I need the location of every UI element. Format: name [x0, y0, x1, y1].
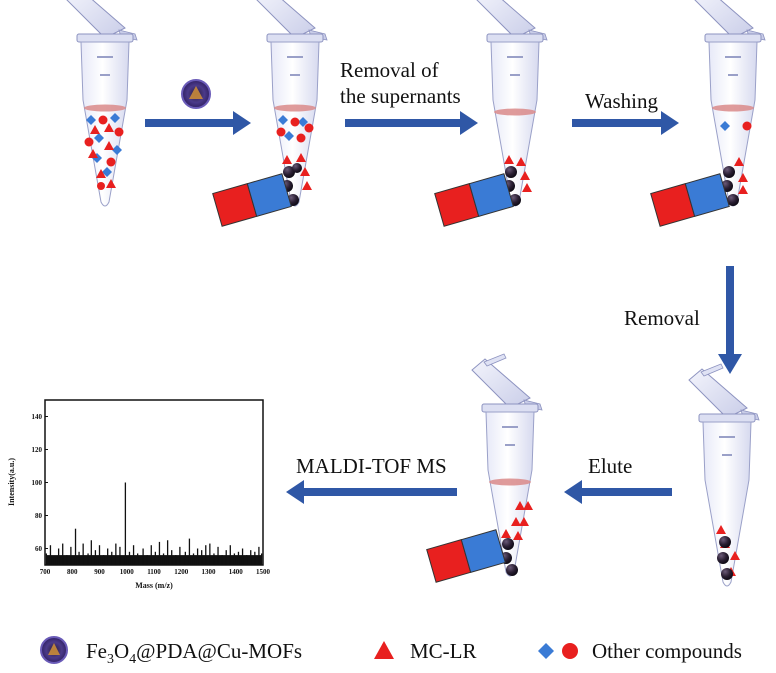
tube-supernatant-removed: [476, 0, 548, 207]
chart-x-axis-label: Mass (m/z): [135, 581, 173, 590]
arrow-maldi: [286, 480, 457, 504]
label-maldi: MALDI-TOF MS: [296, 454, 447, 478]
magnet-icon: [212, 173, 292, 227]
arrow-elute: [564, 480, 672, 504]
chart-y-tick-label: 80: [35, 512, 43, 520]
chart-y-tick-label: 140: [32, 413, 43, 421]
label-removal-supernatants-line2: the supernants: [340, 84, 461, 108]
chart-y-tick-label: 60: [35, 545, 43, 553]
chart-y-tick-label: 120: [32, 446, 43, 454]
chart-x-tick-label: 1500: [256, 568, 271, 576]
chart-y-axis-label: Intensity(a.u.): [7, 458, 16, 506]
chart-x-tick-label: 800: [67, 568, 78, 576]
chart-plot-frame: [44, 399, 264, 566]
chart-x-tick-label: 1000: [120, 568, 135, 576]
tube-binding: [256, 0, 328, 207]
mof-particle-icon: [181, 79, 211, 109]
legend-other-label: Other compounds: [592, 639, 742, 663]
chart-x-tick-label: 1300: [202, 568, 217, 576]
chart-noise-baseline: [46, 555, 262, 565]
chart-x-tick-label: 1100: [147, 568, 161, 576]
legend-mclr-label: MC-LR: [410, 639, 477, 663]
tube-sample-mixture: [66, 0, 138, 207]
chart-x-tick-label: 900: [94, 568, 105, 576]
label-removal-supernatants-line1: Removal of: [340, 58, 439, 82]
legend-mof-label: Fe3O4@PDA@Cu-MOFs: [86, 639, 303, 668]
legend-other-diamond-icon: [538, 643, 554, 659]
legend-mof-icon: [40, 636, 68, 664]
tube-washing: [694, 0, 766, 207]
chart-x-tick-label: 1200: [174, 568, 189, 576]
tube-eluted: [688, 363, 760, 587]
label-removal: Removal: [624, 306, 700, 330]
magnet-icon: [426, 529, 506, 583]
chart-x-tick-label: 1400: [229, 568, 244, 576]
label-washing: Washing: [585, 89, 658, 113]
arrow-washing: [572, 111, 679, 135]
chart-x-tick-label: 700: [40, 568, 51, 576]
mass-spectrum-chart: 700 800 900 1000 1100 1200 1300 1400 1500 60 80 100…: [7, 399, 271, 590]
arrow-add-mof: [145, 111, 251, 135]
magnet-icon: [434, 173, 514, 227]
magnet-icon: [650, 173, 730, 227]
legend-other-circle-icon: [562, 643, 578, 659]
arrow-removal-supernatants: [345, 111, 478, 135]
label-elute: Elute: [588, 454, 633, 478]
arrow-removal: [718, 266, 742, 374]
legend-mclr-triangle-icon: [374, 641, 394, 659]
chart-y-tick-label: 100: [32, 479, 43, 487]
